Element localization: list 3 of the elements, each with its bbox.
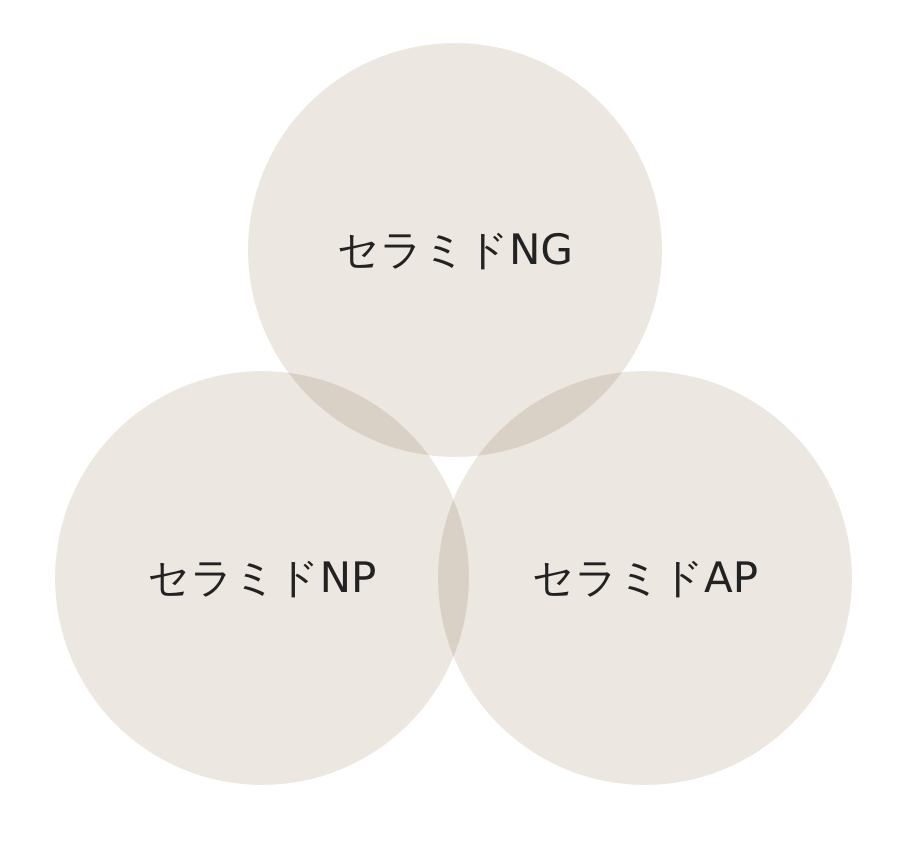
circle-label: セラミドNP	[148, 552, 376, 604]
circle-label: セラミドNG	[337, 224, 573, 276]
circle-label: セラミドAP	[532, 552, 758, 604]
